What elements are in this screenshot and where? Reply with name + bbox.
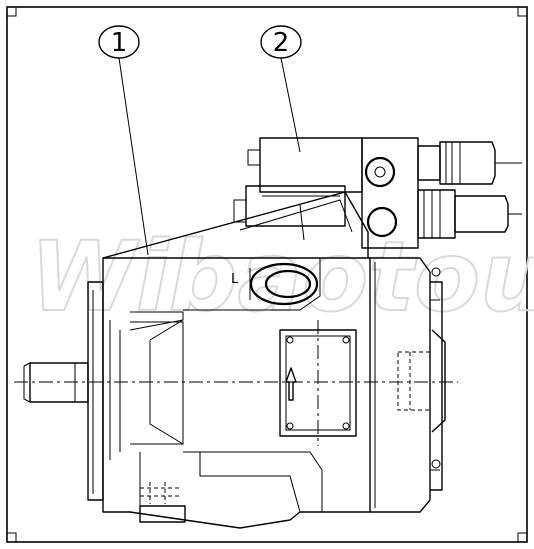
- control-valve: [102, 137, 522, 259]
- pump-body: L: [23, 257, 446, 529]
- port-label-L: L: [231, 272, 239, 287]
- callout-1-label: 1: [111, 28, 128, 58]
- callout-2-label: 2: [273, 28, 290, 58]
- callout-1: 1: [98, 25, 149, 256]
- callout-1-leader: [118, 57, 149, 256]
- callout-2: 2: [260, 25, 302, 153]
- watermark-text: Wibaotou: [30, 221, 534, 333]
- drawing-frame: [6, 6, 528, 543]
- callout-2-leader: [280, 57, 301, 153]
